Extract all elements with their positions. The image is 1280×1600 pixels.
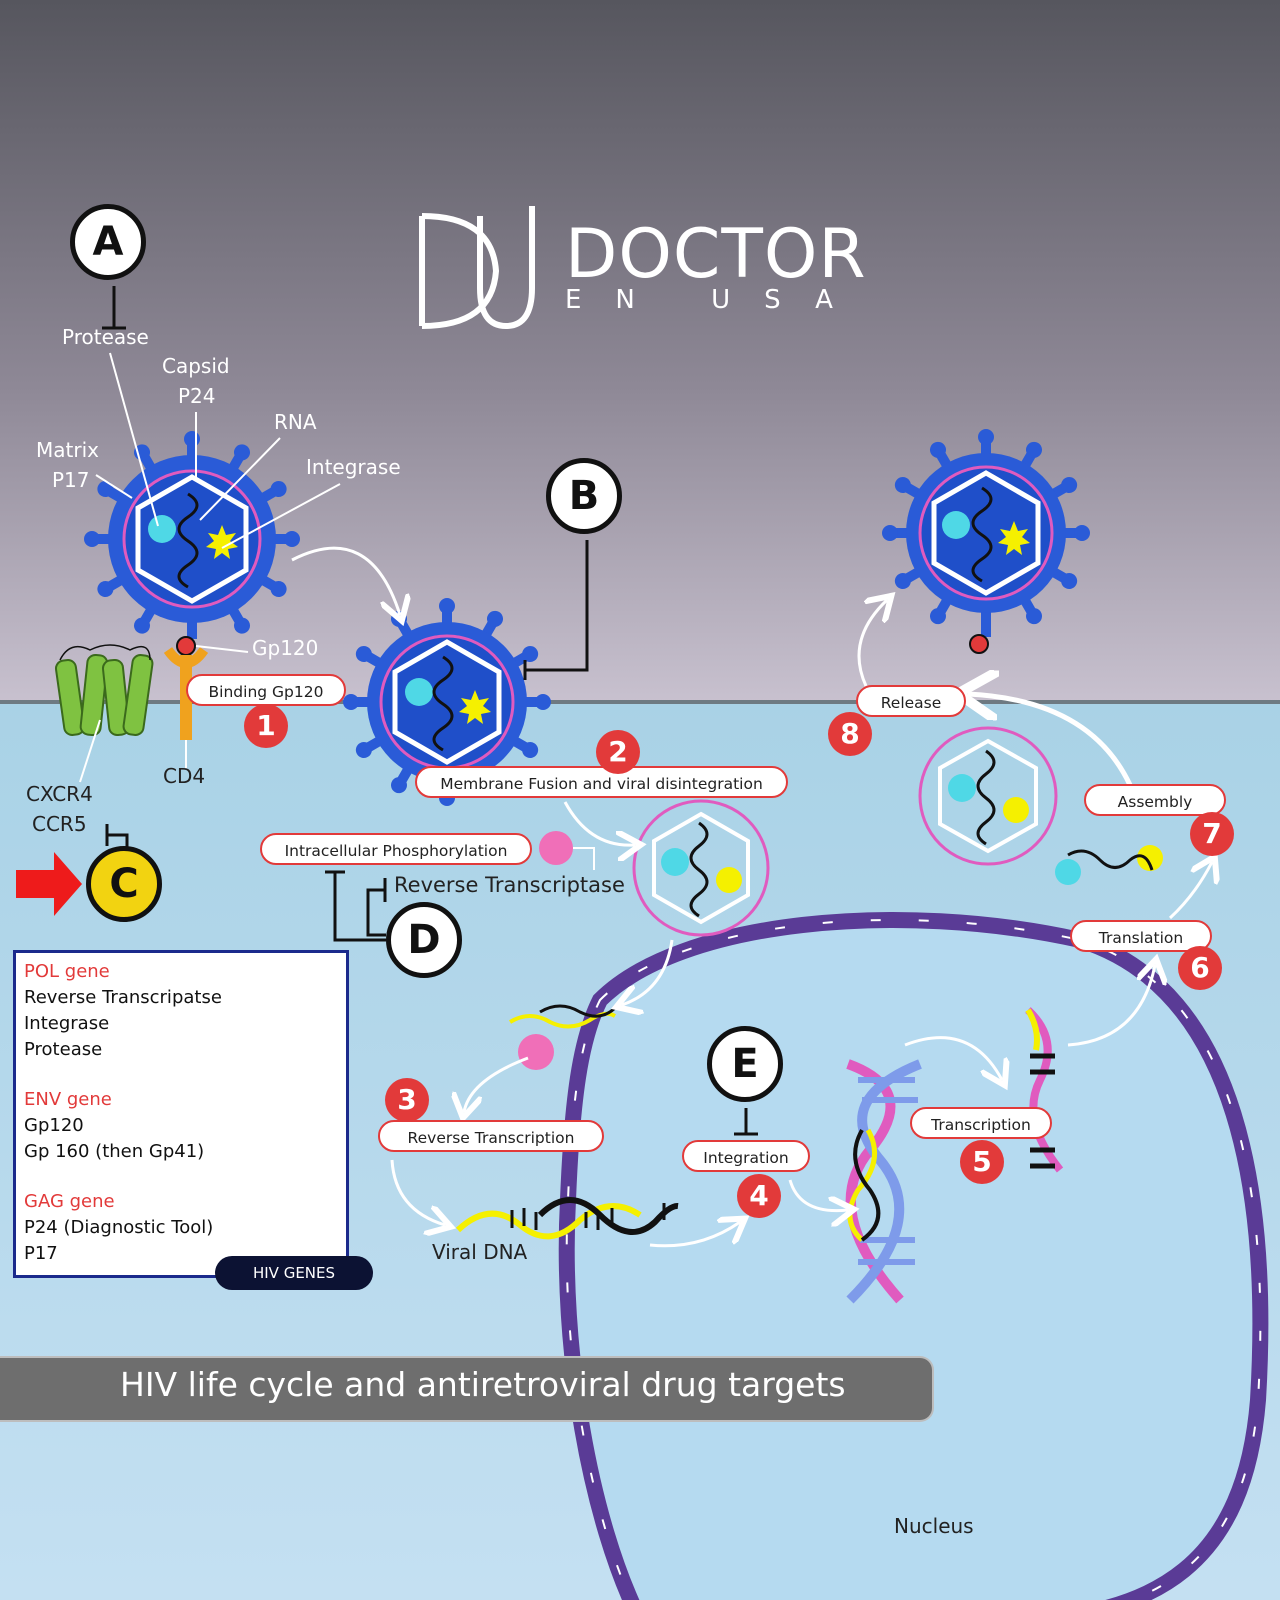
gene-item: Reverse Transcripatse (24, 987, 222, 1008)
label-p17: P17 (52, 468, 90, 492)
gene-item: P17 (24, 1243, 58, 1264)
hiv-genes-tag: HIV GENES (215, 1256, 373, 1290)
inhibitor-a: A (70, 204, 146, 280)
highlight-arrow (16, 852, 82, 916)
translated-protein-yellow (1137, 845, 1163, 871)
viral-dna-label: Viral DNA (432, 1240, 528, 1264)
step-2-label: Membrane Fusion and viral disintegration (415, 766, 788, 798)
step-8-number: 8 (828, 712, 872, 756)
diagram-title: HIV life cycle and antiretroviral drug t… (120, 1365, 846, 1404)
virion-released (882, 429, 1090, 637)
step-4-label: Integration (682, 1140, 810, 1172)
assembling-capsid (918, 726, 1058, 866)
reverse-transcriptase-label: Reverse Transcriptase (394, 873, 625, 897)
inhibitor-d: D (386, 902, 462, 978)
transcribed-mrna (1025, 1007, 1064, 1173)
gene-item: Gp 160 (then Gp41) (24, 1141, 205, 1162)
uncoated-capsid (632, 799, 770, 937)
viral-dna-helix (455, 1197, 679, 1240)
step-5-label: Transcription (910, 1107, 1052, 1139)
inhibitor-e: E (707, 1026, 783, 1102)
nucleus-pores (565, 919, 1262, 1600)
gene-item: Protease (24, 1039, 103, 1060)
label-p24: P24 (178, 384, 216, 408)
intracellular-phosphorylation-label: Intracellular Phosphorylation (260, 833, 532, 865)
virion-fusing (343, 598, 551, 806)
inhibitor-bars (102, 286, 758, 1136)
inhibitor-c: C (86, 846, 162, 922)
label-integrase: Integrase (306, 455, 401, 479)
host-dna-integration (845, 1059, 922, 1304)
gene-item: Integrase (24, 1013, 110, 1034)
label-ccr5: CCR5 (32, 812, 87, 836)
step-6-number: 6 (1178, 946, 1222, 990)
gene-group-gag: GAG gene (24, 1191, 115, 1212)
inhibitor-b: B (546, 458, 622, 534)
label-gp120: Gp120 (252, 636, 319, 660)
brand-logo-icon (419, 206, 535, 330)
label-protease: Protease (62, 325, 149, 349)
gene-item: P24 (Diagnostic Tool) (24, 1217, 214, 1238)
brand-subtitle: EN USA (565, 285, 867, 315)
nucleus-label: Nucleus (894, 1514, 974, 1538)
label-capsid: Capsid (162, 354, 230, 378)
step-8-label: Release (856, 685, 966, 717)
gp120-knob (176, 636, 196, 656)
label-cd4: CD4 (163, 764, 206, 788)
label-matrix: Matrix (36, 438, 99, 462)
step-2-number: 2 (596, 730, 640, 774)
title-banner (0, 1356, 934, 1422)
step-3-number: 3 (385, 1078, 429, 1122)
step-6-label: Translation (1070, 920, 1212, 952)
step-1-label: Binding Gp120 (186, 674, 346, 706)
reverse-transcriptase-enzyme (539, 831, 573, 865)
step-4-number: 4 (737, 1174, 781, 1218)
label-leaders (79, 352, 341, 783)
brand-name: DOCTOR (565, 215, 867, 294)
gene-group-pol: POL gene (24, 961, 110, 982)
coreceptor-cxcr4-ccr5 (54, 653, 154, 737)
step-5-number: 5 (960, 1140, 1004, 1184)
assembly-to-release-arrow (968, 694, 1133, 787)
step-1-number: 1 (244, 704, 288, 748)
label-cxcr4: CXCR4 (26, 782, 93, 806)
label-rna: RNA (274, 410, 317, 434)
gene-item: Gp120 (24, 1115, 84, 1136)
translated-protein-cyan (1055, 859, 1081, 885)
step-3-label: Reverse Transcription (378, 1120, 604, 1152)
process-arrows (291, 546, 1212, 1248)
step-7-label: Assembly (1084, 784, 1226, 816)
hiv-genes-box: POL gene Reverse Transcripatse Integrase… (13, 950, 349, 1278)
step-7-number: 7 (1190, 812, 1234, 856)
gene-group-env: ENV gene (24, 1089, 112, 1110)
